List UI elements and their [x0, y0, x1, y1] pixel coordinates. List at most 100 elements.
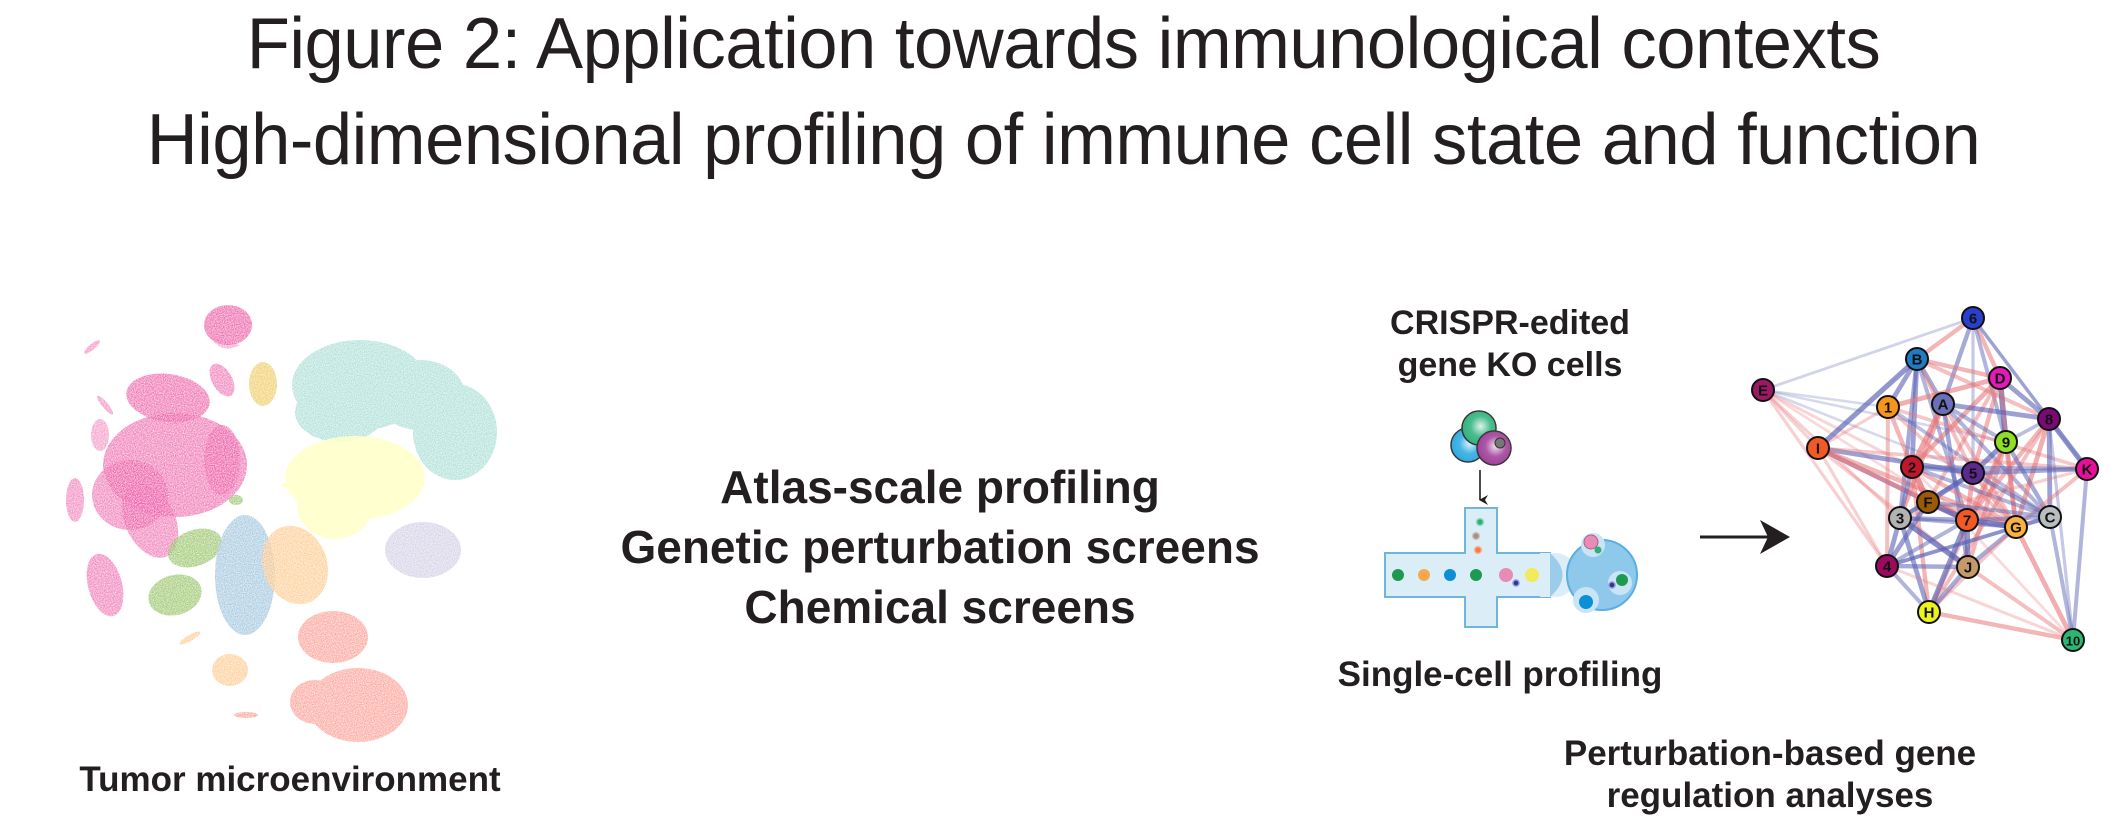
network-node-6: 6	[1961, 306, 1985, 330]
network-node-circle	[1994, 430, 2018, 454]
network-edge	[1884, 499, 1931, 569]
network-edge	[1909, 464, 1932, 615]
umap-cluster-lavender	[385, 522, 461, 578]
network-node-4: 4	[1875, 554, 1899, 578]
network-edge	[1927, 417, 2051, 614]
network-node-circle	[2004, 515, 2028, 539]
network-node-3: 3	[1888, 506, 1912, 530]
network-edge	[2013, 524, 2076, 643]
umap-cluster-green	[148, 495, 243, 616]
network-node-label: 6	[1969, 311, 1977, 328]
network-node-label: H	[1924, 605, 1935, 622]
network-edge	[1970, 466, 2090, 476]
network-node-circle	[1961, 306, 1985, 330]
network-node-circle	[2037, 407, 2061, 431]
network-node-H: H	[1917, 600, 1941, 624]
network-edge	[1926, 609, 2076, 643]
network-node-circle	[1875, 554, 1899, 578]
network-edge	[1884, 563, 1971, 570]
network-node-circle	[1956, 555, 1980, 579]
network-edge	[1885, 564, 2075, 642]
network-node-circle	[1806, 436, 1830, 460]
network-edge	[1940, 401, 2052, 422]
umap-cluster-blue	[215, 515, 275, 635]
network-edge	[1815, 445, 1976, 476]
network-node-circle	[1751, 378, 1775, 402]
network-edge	[2014, 467, 2089, 529]
network-node-label: 9	[2002, 435, 2010, 452]
umap-cluster-pink	[66, 305, 252, 617]
network-node-label: D	[1995, 371, 2006, 388]
network-node-label: K	[2082, 462, 2093, 479]
barcode-bead	[1512, 579, 1520, 587]
network-node-label: 8	[2045, 412, 2053, 429]
network-node-circle	[1905, 347, 1929, 371]
network-node-label: 7	[1963, 513, 1971, 530]
network-caption-line2: regulation analyses	[1606, 776, 1934, 815]
network-edge	[1761, 388, 1975, 475]
network-node-label: 4	[1883, 559, 1892, 576]
network-node-8: 8	[2037, 407, 2061, 431]
network-edge	[1886, 405, 2089, 471]
network-node-10: 10	[2061, 628, 2085, 652]
methods-list: Atlas-scale profiling Genetic perturbati…	[570, 457, 1310, 637]
network-node-label: 5	[1969, 466, 1977, 483]
network-edge	[2003, 439, 2019, 530]
network-edge	[2046, 416, 2053, 520]
network-edge	[1885, 518, 1969, 568]
network-node-label: A	[1938, 397, 1949, 414]
network-node-circle	[1988, 366, 2012, 390]
network-node-J: J	[1956, 555, 1980, 579]
network-node-circle	[1876, 395, 1900, 419]
network-edge	[2003, 439, 2053, 520]
network-node-7: 7	[1955, 508, 1979, 532]
network-node-G: G	[2004, 515, 2028, 539]
network-caption-line1: Perturbation-based gene	[1563, 734, 1977, 773]
crispr-cells-title: CRISPR-edited gene KO cells	[1310, 302, 1710, 386]
network-edge	[1966, 565, 2075, 642]
network-node-B: B	[1905, 347, 1929, 371]
network-node-circle	[1955, 508, 1979, 532]
network-edge	[1970, 470, 2053, 520]
network-node-label: F	[1923, 495, 1932, 512]
network-edge	[1886, 405, 2018, 529]
network-node-circle	[1900, 455, 1924, 479]
network-node-9: 9	[1994, 430, 2018, 454]
network-edge	[1926, 500, 2052, 519]
network-node-label: 1	[1884, 400, 1892, 417]
umap-cluster-teal	[292, 340, 497, 480]
network-node-label: C	[2045, 510, 2056, 527]
network-node-label: B	[1912, 352, 1923, 369]
droplet	[1499, 568, 1513, 582]
network-edge	[2071, 467, 2089, 642]
network-node-circle	[1931, 392, 1955, 416]
network-node-label: J	[1964, 560, 1972, 577]
network-node-circle	[2038, 505, 2062, 529]
network-node-label: G	[2010, 520, 2022, 537]
network-edge	[1941, 402, 2008, 444]
network-node-circle	[2061, 628, 2085, 652]
crispr-ko-cells-icon	[1450, 410, 1512, 466]
network-node-1: 1	[1876, 395, 1900, 419]
network-node-2: 2	[1900, 455, 1924, 479]
network-edge	[1909, 464, 2019, 530]
network-node-circle	[1916, 490, 1940, 514]
network-edge	[1761, 316, 1975, 392]
network-edge	[1761, 388, 1820, 450]
crispr-title-line1: CRISPR-edited	[1390, 304, 1630, 342]
method-chemical-screens: Chemical screens	[744, 581, 1136, 633]
umap-plot	[66, 305, 497, 742]
network-edge	[1816, 446, 2089, 471]
network-node-label: 3	[1896, 511, 1904, 528]
network-edge	[1971, 316, 2051, 421]
figure-title-line1: Figure 2: Application towards immunologi…	[246, 4, 1881, 84]
network-edge	[1915, 357, 2051, 421]
network-edge	[1965, 439, 2009, 570]
network-node-label: 2	[1908, 460, 1916, 477]
umap-cluster-yellow	[280, 436, 425, 539]
network-edge	[1970, 375, 2003, 476]
network-edge	[1885, 405, 1890, 568]
crispr-title-line2: gene KO cells	[1397, 346, 1623, 384]
droplet-row	[1392, 568, 1539, 587]
droplet	[1525, 568, 1539, 582]
